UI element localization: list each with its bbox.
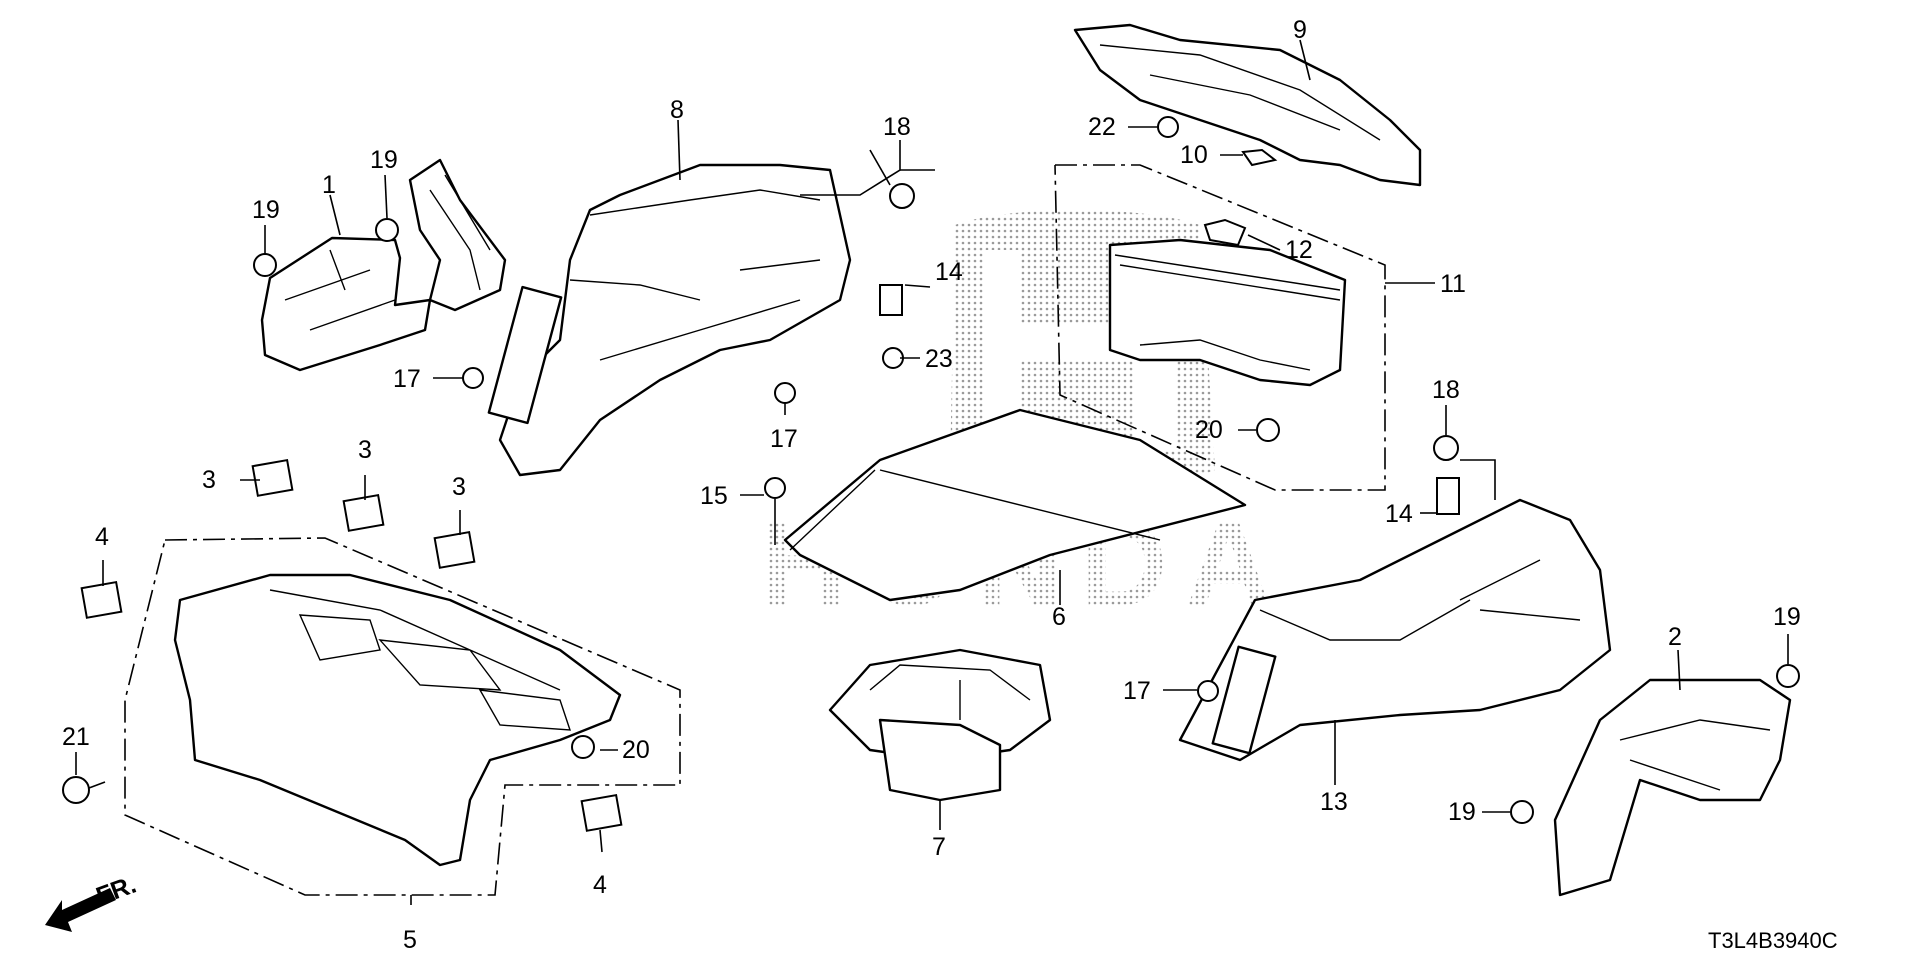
part-6-floor-mat bbox=[783, 408, 1247, 602]
part-9-upper-trim bbox=[1073, 23, 1422, 187]
fastener-21 bbox=[62, 776, 106, 804]
callout-21: 21 bbox=[62, 723, 90, 751]
callout-7: 7 bbox=[932, 833, 946, 861]
callout-14a: 14 bbox=[935, 258, 963, 286]
fastener-10 bbox=[1241, 148, 1278, 167]
fastener-19b bbox=[375, 218, 399, 242]
fastener-14b bbox=[1436, 477, 1460, 515]
callout-3b: 3 bbox=[358, 436, 372, 464]
fastener-3c bbox=[433, 530, 476, 569]
callout-23: 23 bbox=[925, 345, 953, 373]
callout-10: 10 bbox=[1180, 141, 1208, 169]
callout-18b: 18 bbox=[1432, 376, 1460, 404]
fastener-19a bbox=[253, 253, 277, 277]
fastener-17b bbox=[774, 382, 796, 404]
front-indicator: FR. bbox=[92, 871, 139, 911]
callout-labels: 1 2 3 3 3 4 4 5 6 7 8 9 10 11 12 13 14 1… bbox=[62, 16, 1801, 954]
fastener-3b bbox=[342, 493, 385, 532]
leader-lines bbox=[75, 39, 1789, 905]
callout-17a: 17 bbox=[393, 365, 421, 393]
fastener-18b bbox=[1433, 435, 1459, 461]
callout-11: 11 bbox=[1440, 270, 1466, 298]
fastener-17a bbox=[462, 367, 484, 389]
part-7-spare-tray bbox=[828, 648, 1052, 802]
callout-13: 13 bbox=[1320, 788, 1348, 816]
callout-3c: 3 bbox=[452, 473, 466, 501]
callout-1: 1 bbox=[322, 171, 336, 199]
part-12-clip bbox=[1203, 218, 1247, 247]
group-outline-5 bbox=[124, 537, 681, 896]
part-11-rear-panel bbox=[1108, 238, 1347, 387]
fastener-17c bbox=[1197, 680, 1219, 702]
callout-17b: 17 bbox=[770, 425, 798, 453]
callout-20a: 20 bbox=[622, 736, 650, 764]
fastener-22 bbox=[1157, 116, 1179, 138]
callout-19a: 19 bbox=[252, 196, 280, 224]
diagram-code: T3L4B3940C bbox=[1708, 928, 1838, 953]
callout-22: 22 bbox=[1088, 113, 1116, 141]
fastener-20a bbox=[571, 735, 595, 759]
callout-20b: 20 bbox=[1195, 416, 1223, 444]
group-outline-11 bbox=[1054, 164, 1386, 491]
callout-6: 6 bbox=[1052, 603, 1066, 631]
callout-4b: 4 bbox=[593, 871, 607, 899]
part-1-bracket bbox=[260, 236, 432, 372]
callout-2: 2 bbox=[1668, 623, 1682, 651]
part-1-bracket-upper bbox=[408, 158, 507, 312]
part-13-side-lining-right bbox=[1178, 498, 1612, 762]
front-arrow-icon: FR. bbox=[45, 871, 140, 932]
callout-14b: 14 bbox=[1385, 500, 1413, 528]
part-2-bracket bbox=[1553, 678, 1792, 897]
callout-8: 8 bbox=[670, 96, 684, 124]
callout-15: 15 bbox=[700, 482, 728, 510]
callout-17c: 17 bbox=[1123, 677, 1151, 705]
callout-19d: 19 bbox=[1448, 798, 1476, 826]
fastener-20b bbox=[1256, 418, 1280, 442]
fastener-18a bbox=[889, 183, 915, 209]
fastener-19d bbox=[1510, 800, 1534, 824]
fastener-19c bbox=[1776, 664, 1800, 688]
callout-19c: 19 bbox=[1773, 603, 1801, 631]
callout-3a: 3 bbox=[202, 466, 216, 494]
callout-18a: 18 bbox=[883, 113, 911, 141]
callout-12: 12 bbox=[1285, 236, 1313, 264]
fastener-4b bbox=[580, 793, 623, 832]
callout-4a: 4 bbox=[95, 523, 109, 551]
part-8-side-lining bbox=[487, 163, 852, 477]
fastener-3a bbox=[251, 458, 294, 497]
fastener-4a bbox=[80, 580, 123, 619]
callout-9: 9 bbox=[1293, 16, 1307, 44]
part-5-rear-shelf bbox=[173, 573, 622, 867]
fastener-14a bbox=[879, 284, 903, 316]
callout-5: 5 bbox=[403, 926, 417, 954]
fastener-15 bbox=[764, 477, 786, 499]
callout-19b: 19 bbox=[370, 146, 398, 174]
